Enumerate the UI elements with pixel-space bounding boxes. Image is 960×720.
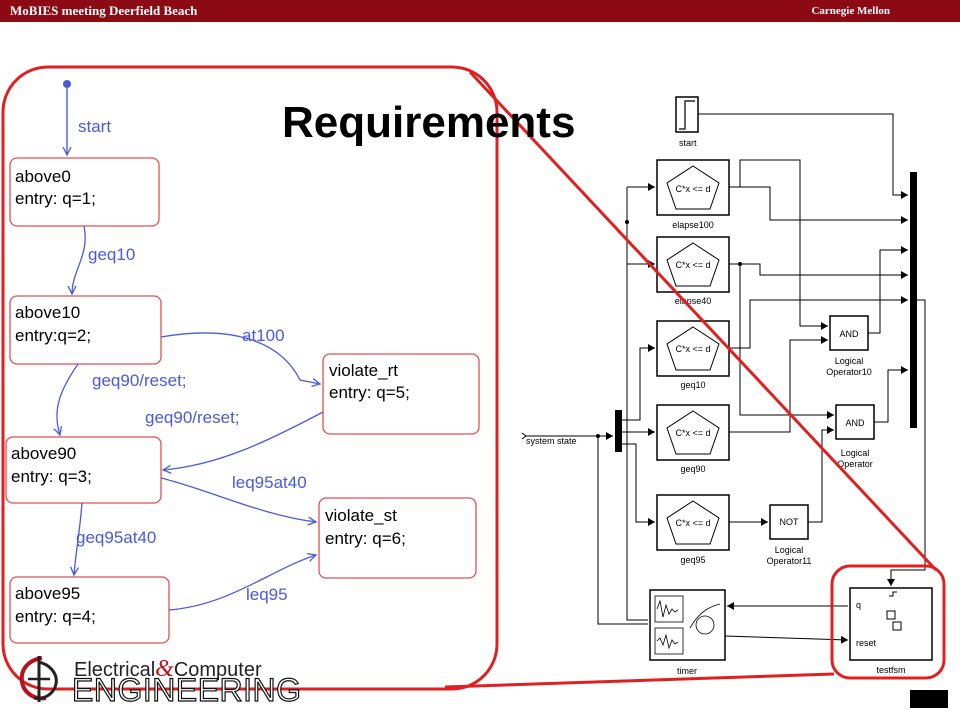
ece-logo-mark-icon	[19, 656, 58, 702]
block-text: NOT	[780, 517, 800, 527]
transition-at100	[160, 332, 320, 384]
block-logical-operator11: NOT Logical Operator11	[767, 504, 812, 566]
logo-line2: ENGINEERING	[71, 671, 302, 708]
block-label: testfsm	[876, 665, 905, 675]
block-label: geq95	[680, 555, 705, 565]
header-bar: MoBIES meeting Deerfield Beach Carnegie …	[0, 0, 960, 22]
corner-block	[910, 690, 948, 708]
block-label: elapse40	[675, 296, 712, 306]
block-text: C*x <= d	[675, 428, 710, 438]
block-text: C*x <= d	[675, 260, 710, 270]
block-text: AND	[845, 418, 865, 428]
block-text: C*x <= d	[675, 344, 710, 354]
block-label: geq90	[680, 464, 705, 474]
block-logical-operator10: AND Logical Operator10	[826, 315, 872, 377]
mux-bar	[910, 172, 917, 428]
block-label: geq10	[680, 380, 705, 390]
label-start: start	[78, 117, 111, 136]
logo-ampersand: &	[155, 656, 174, 682]
block-label: start	[679, 138, 697, 148]
transition-geq90-reset-1	[57, 363, 79, 435]
simulink-model: start C*x <= d elapse100 C*x <= d elapse…	[521, 96, 933, 676]
block-geq95: C*x <= d geq95	[656, 494, 730, 565]
block-label: Logical	[775, 545, 804, 555]
block-label: Logical	[841, 448, 870, 458]
block-label: elapse100	[672, 220, 714, 230]
state-above0: above0 entry: q=1;	[9, 157, 160, 227]
label-geq10: geq10	[88, 245, 135, 264]
label-leq95at40: leq95at40	[232, 473, 307, 492]
state-entry: entry: q=4;	[15, 607, 96, 626]
block-start: start	[675, 96, 699, 148]
slide-title: Requirements	[282, 98, 576, 147]
state-entry: entry: q=1;	[15, 189, 96, 208]
port-q-label: q	[856, 600, 861, 610]
state-entry: entry: q=3;	[11, 467, 92, 486]
transition-leq95at40	[160, 477, 316, 522]
connector-line-bottom	[444, 672, 835, 689]
label-at100: at100	[242, 326, 285, 345]
input-label: system state	[526, 436, 577, 446]
stateflow-highlight	[1, 65, 499, 691]
state-name: violate_rt	[329, 361, 398, 380]
port-reset-label: reset	[856, 638, 877, 648]
transition-geq10	[72, 225, 86, 294]
label-geq90-reset-1: geq90/reset;	[92, 371, 187, 390]
block-label: Operator11	[767, 556, 812, 566]
block-label: Operator10	[826, 367, 872, 377]
highlight-outlines	[1, 65, 946, 691]
label-geq90-reset-2: geq90/reset;	[145, 408, 240, 427]
transition-geq95at40	[74, 502, 83, 575]
block-timer: timer	[649, 589, 726, 676]
stateflow-chart: above0 entry: q=1; above10 entry:q=2; ab…	[5, 80, 480, 644]
state-entry: entry:q=2;	[15, 326, 91, 345]
logo-word-computer: Computer	[173, 659, 262, 681]
state-above95: above95 entry: q=4;	[9, 576, 170, 644]
block-text: C*x <= d	[675, 184, 710, 194]
block-testfsm: q reset testfsm	[849, 587, 933, 675]
block-text: AND	[839, 329, 859, 339]
connector-line-top	[468, 70, 938, 572]
logo-line1: Electrical&Computer	[74, 656, 262, 683]
block-elapse100: C*x <= d elapse100	[656, 159, 730, 230]
testfsm-highlight	[830, 564, 946, 680]
block-label: Operator	[837, 459, 873, 469]
block-elapse40: C*x <= d elapse40	[656, 236, 730, 306]
ece-logo: Electrical&Computer ENGINEERING	[12, 654, 302, 709]
block-label: Logical	[835, 356, 864, 366]
state-name: above10	[15, 303, 80, 322]
state-name: above0	[15, 167, 71, 186]
block-text: C*x <= d	[675, 518, 710, 528]
transition-leq95	[168, 555, 316, 611]
block-logical-operator: AND Logical Operator	[835, 404, 875, 469]
state-entry: entry: q=5;	[329, 383, 410, 402]
state-name: above95	[15, 584, 80, 603]
logo-word-electrical: Electrical	[74, 659, 156, 681]
transition-geq90-reset-2	[163, 411, 324, 470]
state-violate-rt: violate_rt entry: q=5;	[322, 353, 480, 435]
demux-bar	[615, 410, 622, 452]
default-transition-dot	[63, 80, 71, 88]
state-above90: above90 entry: q=3;	[5, 436, 162, 504]
label-geq95at40: geq95at40	[76, 528, 156, 547]
state-name: violate_st	[325, 506, 397, 525]
state-entry: entry: q=6;	[325, 529, 406, 548]
block-label: timer	[677, 666, 697, 676]
state-violate-st: violate_st entry: q=6;	[318, 497, 477, 579]
state-name: above90	[11, 444, 76, 463]
label-leq95: leq95	[246, 585, 288, 604]
state-above10: above10 entry:q=2;	[9, 295, 162, 365]
block-geq10: C*x <= d geq10	[656, 320, 730, 390]
block-geq90: C*x <= d geq90	[656, 404, 730, 474]
meeting-title: MoBIES meeting Deerfield Beach	[10, 3, 198, 18]
university-name: Carnegie Mellon	[811, 5, 890, 17]
